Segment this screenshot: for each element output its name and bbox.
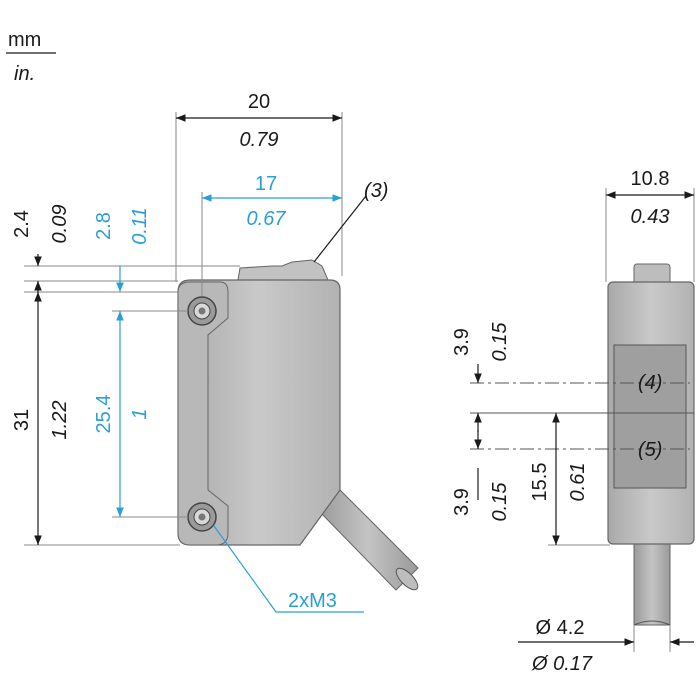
mount-hole-top bbox=[187, 296, 217, 326]
dim-hole-top-in: 0.11 bbox=[129, 207, 151, 244]
side-view: 10.8 0.43 3.9 0.15 3.9 0.15 15.5 0.61 (4… bbox=[451, 168, 695, 675]
dim-lower-offset-mm: 3.9 bbox=[451, 488, 473, 516]
dim-cable-diameter-in: Ø 0.17 bbox=[531, 653, 593, 675]
cable-side bbox=[633, 542, 671, 626]
front-view: 20 0.79 17 0.67 (3) 2.4 0.09 31 1.22 2.8… bbox=[11, 91, 419, 613]
dim-width-in: 0.79 bbox=[240, 129, 279, 151]
dim-side-width-mm: 10.8 bbox=[631, 168, 670, 190]
dim-hole-spacing-y-in: 1 bbox=[129, 408, 151, 419]
unit-primary: mm bbox=[8, 29, 41, 51]
mount-hole-bottom bbox=[187, 502, 217, 532]
dim-cable-diameter-mm: Ø 4.2 bbox=[536, 617, 585, 639]
top-lens-bump bbox=[237, 259, 329, 281]
lens-window bbox=[613, 344, 687, 489]
dim-top-offset-mm: 2.4 bbox=[11, 210, 33, 238]
dim-hole-top-mm: 2.8 bbox=[93, 212, 115, 240]
units-legend: mm in. bbox=[6, 29, 56, 85]
dim-height-mm: 31 bbox=[11, 409, 33, 431]
unit-secondary: in. bbox=[14, 63, 35, 85]
dim-top-offset-in: 0.09 bbox=[49, 205, 71, 244]
dim-upper-offset-in: 0.15 bbox=[489, 322, 511, 362]
dim-center-height-mm: 15.5 bbox=[529, 463, 551, 502]
dim-lower-offset-in: 0.15 bbox=[489, 482, 511, 522]
callout-5: (5) bbox=[638, 439, 662, 461]
cable-end-front bbox=[395, 567, 419, 591]
top-bump-side bbox=[633, 263, 671, 285]
dim-width-mm: 20 bbox=[248, 91, 270, 113]
dim-height-in: 1.22 bbox=[49, 401, 71, 440]
dim-side-width-in: 0.43 bbox=[631, 206, 670, 228]
mounting-flange bbox=[177, 281, 229, 546]
dim-hole-spacing-x-mm: 17 bbox=[255, 173, 277, 195]
dim-hole-spacing-y-mm: 25.4 bbox=[93, 395, 115, 434]
dim-hole-spacing-x-in: 0.67 bbox=[247, 208, 287, 230]
dim-upper-offset-mm: 3.9 bbox=[451, 328, 473, 356]
callout-4: (4) bbox=[638, 372, 662, 394]
callout-3: (3) bbox=[364, 180, 388, 202]
mount-thread-label: 2xM3 bbox=[288, 590, 337, 612]
dim-center-height-in: 0.61 bbox=[567, 463, 589, 502]
